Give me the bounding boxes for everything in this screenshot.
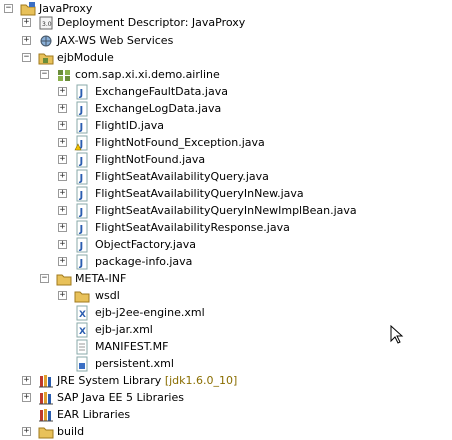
library-icon xyxy=(38,389,54,406)
java-file-icon: J xyxy=(74,236,90,253)
svg-text:J: J xyxy=(79,224,84,235)
project-icon xyxy=(20,0,36,17)
text-file-icon xyxy=(74,338,90,355)
tree-item-label: MANIFEST.MF xyxy=(95,340,169,353)
tree-item-label: JRE System Library [jdk1.6.0_10] xyxy=(57,374,238,387)
svg-text:J: J xyxy=(79,139,84,150)
expand-toggle[interactable]: + xyxy=(58,137,67,147)
tree-item-label: FlightID.java xyxy=(95,119,164,132)
tree-item-label: com.sap.xi.xi.demo.airline xyxy=(75,68,220,81)
java-file-icon: J xyxy=(74,202,90,219)
persistence-file-icon xyxy=(74,355,90,372)
expand-toggle[interactable]: + xyxy=(22,35,31,45)
folder-open-icon xyxy=(56,270,72,287)
expand-toggle[interactable]: + xyxy=(58,103,67,113)
java-file-icon: J xyxy=(74,253,90,270)
xml-file-icon: X xyxy=(74,321,90,338)
tree-item-label: ejbModule xyxy=(57,51,114,64)
svg-text:J: J xyxy=(79,156,84,167)
web-services-icon xyxy=(38,32,54,49)
tree-item-label: package-info.java xyxy=(95,255,193,268)
tree-item-label: FlightSeatAvailabilityQuery.java xyxy=(95,170,269,183)
tree-item-label: ejb-jar.xml xyxy=(95,323,153,336)
expand-toggle[interactable]: + xyxy=(22,392,31,402)
tree-item-label: FlightSeatAvailabilityResponse.java xyxy=(95,221,290,234)
folder-icon xyxy=(74,287,90,304)
expand-toggle[interactable]: + xyxy=(58,154,67,164)
tree-item-label: build xyxy=(57,425,85,438)
java-file-icon: J xyxy=(74,100,90,117)
svg-text:3.0: 3.0 xyxy=(42,21,52,28)
tree-item-label: FlightSeatAvailabilityQueryInNew.java xyxy=(95,187,304,200)
source-folder-icon xyxy=(38,49,54,66)
java-file-warning-icon: J xyxy=(74,134,90,151)
java-file-icon: J xyxy=(74,117,90,134)
tree-item-label: EAR Libraries xyxy=(57,408,131,421)
svg-text:J: J xyxy=(79,207,84,218)
collapse-toggle[interactable]: − xyxy=(22,52,31,62)
expand-toggle[interactable]: + xyxy=(58,239,67,249)
collapse-toggle[interactable]: − xyxy=(4,3,13,13)
package-icon xyxy=(56,66,72,83)
collapse-toggle[interactable]: − xyxy=(40,69,49,79)
tree-item-label: persistent.xml xyxy=(95,357,174,370)
collapse-toggle[interactable]: − xyxy=(40,273,49,283)
java-file-icon: J xyxy=(74,151,90,168)
tree-item-label: wsdl xyxy=(95,289,120,302)
library-icon xyxy=(38,372,54,389)
tree-item-label: JAX-WS Web Services xyxy=(57,34,174,47)
tree-item-label: FlightSeatAvailabilityQueryInNewImplBean… xyxy=(95,204,357,217)
expand-toggle[interactable]: + xyxy=(58,188,67,198)
expand-toggle[interactable]: + xyxy=(22,17,31,27)
expand-toggle[interactable]: + xyxy=(58,222,67,232)
mouse-pointer-icon xyxy=(390,325,404,344)
java-file-icon: J xyxy=(74,83,90,100)
tree-item-label: FlightNotFound.java xyxy=(95,153,206,166)
svg-text:X: X xyxy=(79,327,86,337)
java-file-icon: J xyxy=(74,185,90,202)
jre-version-label: [jdk1.6.0_10] xyxy=(164,374,238,387)
expand-toggle[interactable]: + xyxy=(58,290,67,300)
folder-icon xyxy=(38,423,54,440)
svg-text:J: J xyxy=(79,122,84,133)
deployment-descriptor-icon: 3.0 xyxy=(38,14,54,31)
expand-toggle[interactable]: + xyxy=(58,86,67,96)
expand-toggle[interactable]: + xyxy=(22,426,31,436)
svg-text:J: J xyxy=(79,88,84,99)
svg-text:J: J xyxy=(79,105,84,116)
tree-item-label: ObjectFactory.java xyxy=(95,238,196,251)
tree-item-label: Deployment Descriptor: JavaProxy xyxy=(57,16,246,29)
svg-text:X: X xyxy=(79,310,86,320)
svg-text:J: J xyxy=(79,241,84,252)
tree-item-label: SAP Java EE 5 Libraries xyxy=(57,391,184,404)
expand-toggle[interactable]: + xyxy=(58,205,67,215)
expand-toggle[interactable]: + xyxy=(58,256,67,266)
tree-item-label: ExchangeFaultData.java xyxy=(95,85,228,98)
svg-text:J: J xyxy=(79,173,84,184)
java-file-icon: J xyxy=(74,219,90,236)
tree-item-label: META-INF xyxy=(75,272,127,285)
tree-item-label: ExchangeLogData.java xyxy=(95,102,222,115)
expand-toggle[interactable]: + xyxy=(58,171,67,181)
tree-item-label: ejb-j2ee-engine.xml xyxy=(95,306,205,319)
library-icon xyxy=(38,406,54,423)
expand-toggle[interactable]: + xyxy=(22,375,31,385)
svg-text:J: J xyxy=(79,190,84,201)
tree-item-label: JavaProxy xyxy=(39,2,93,15)
xml-file-icon: X xyxy=(74,304,90,321)
java-file-icon: J xyxy=(74,168,90,185)
expand-toggle[interactable]: + xyxy=(58,120,67,130)
svg-text:J: J xyxy=(79,258,84,269)
tree-item-label: FlightNotFound_Exception.java xyxy=(95,136,265,149)
